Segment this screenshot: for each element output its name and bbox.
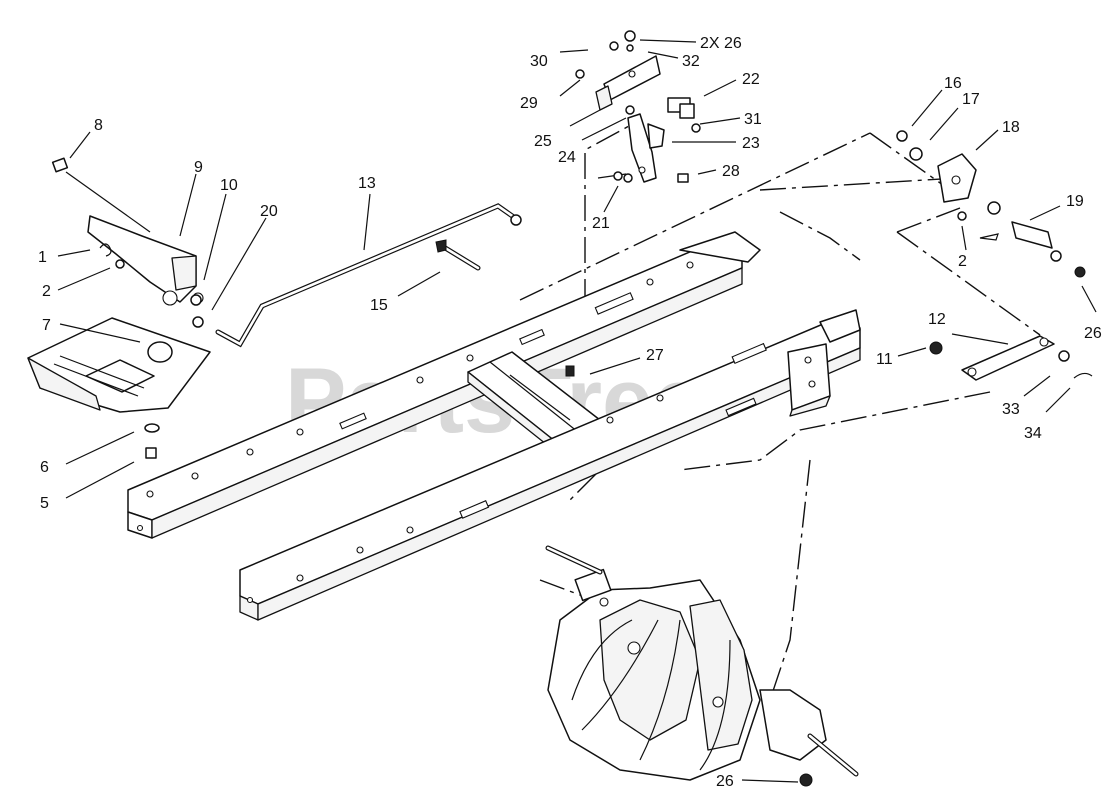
transaxle-assembly (545, 545, 859, 787)
callout-26-right: 26 (1084, 325, 1102, 342)
callout-27: 27 (646, 347, 664, 364)
frame-cross-member (467, 351, 601, 453)
pedal-mount-hardware (144, 423, 160, 459)
callout-2-right: 2 (958, 253, 967, 270)
rear-bracket (787, 343, 831, 417)
frame-rail-upper (127, 231, 761, 539)
callout-21: 21 (592, 215, 610, 232)
callout-20: 20 (260, 203, 278, 220)
callout-6: 6 (40, 459, 49, 476)
callout-9: 9 (194, 159, 203, 176)
frame-rail-lower (239, 309, 861, 621)
pedal-assembly (27, 317, 211, 413)
callout-22: 22 (742, 71, 760, 88)
callout-24: 24 (558, 149, 576, 166)
shift-arm (597, 113, 689, 183)
callout-30: 30 (530, 53, 548, 70)
callout-19: 19 (1066, 193, 1084, 210)
right-linkage (896, 130, 1086, 278)
callout-23: 23 (742, 135, 760, 152)
callout-15: 15 (370, 297, 388, 314)
callout-leaders (57, 39, 1097, 783)
callout-11: 11 (876, 351, 893, 368)
callout-25: 25 (534, 133, 552, 150)
callout-12: 12 (928, 311, 946, 328)
callout-16: 16 (944, 75, 962, 92)
link-plate (929, 335, 1093, 381)
bolt-15 (435, 239, 481, 271)
callout-32: 32 (682, 53, 700, 70)
callout-18: 18 (1002, 119, 1020, 136)
callout-29: 29 (520, 95, 538, 112)
callout-10: 10 (220, 177, 238, 194)
callout-labels: 1 2 7 6 5 8 9 10 20 13 15 30 29 25 24 21… (38, 35, 1102, 790)
callout-13: 13 (358, 175, 376, 192)
callout-1: 1 (38, 249, 47, 266)
callout-2-left: 2 (42, 283, 51, 300)
callout-17: 17 (962, 91, 980, 108)
bolt-27 (565, 365, 575, 377)
callout-26-bottom: 26 (716, 773, 734, 790)
callout-5: 5 (40, 495, 49, 512)
upper-bracket (575, 30, 701, 133)
callout-34: 34 (1024, 425, 1042, 442)
callout-28: 28 (722, 163, 740, 180)
callout-8: 8 (94, 117, 103, 134)
callout-31: 31 (744, 111, 762, 128)
callout-2x26: 2X 26 (700, 35, 742, 52)
pedal-hardware (51, 157, 204, 328)
linkage-rod (215, 203, 522, 348)
callout-33: 33 (1002, 401, 1020, 418)
callout-7: 7 (42, 317, 51, 334)
